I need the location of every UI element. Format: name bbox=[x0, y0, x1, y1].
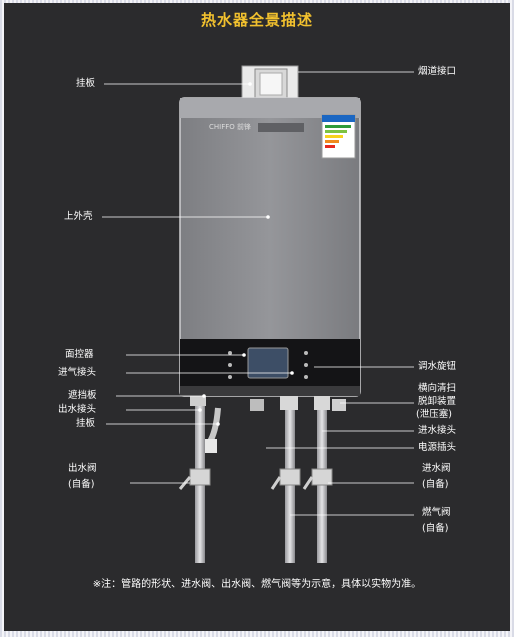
label-inlet-valve-note: (自备) bbox=[422, 479, 449, 490]
label-inlet-valve: 进水阀 bbox=[422, 463, 451, 474]
leader-lines bbox=[102, 71, 414, 516]
label-flue-interface: 烟道接口 bbox=[418, 66, 457, 77]
bottom-fittings bbox=[190, 396, 346, 411]
label-cleaning-device-3: (泄压塞) bbox=[416, 409, 452, 420]
label-power-plug: 电源插头 bbox=[418, 442, 457, 453]
label-gas-valve: 燃气阀 bbox=[422, 507, 451, 518]
label-hanger-bottom: 挂板 bbox=[76, 418, 96, 429]
label-water-inlet: 进水接头 bbox=[418, 425, 457, 436]
label-control-panel: 面控器 bbox=[65, 349, 94, 360]
label-cleaning-device-1: 横向清扫 bbox=[418, 383, 457, 394]
label-shield-plate: 遮挡板 bbox=[68, 390, 97, 401]
label-gas-inlet: 进气接头 bbox=[58, 367, 97, 378]
heater-body bbox=[179, 97, 361, 397]
diagram-title: 热水器全景描述 bbox=[200, 11, 313, 29]
label-outlet-valve-note: (自备) bbox=[68, 479, 95, 490]
leader-dots bbox=[198, 82, 294, 426]
valves bbox=[178, 468, 333, 490]
label-outer-shell: 上外壳 bbox=[64, 211, 93, 222]
label-outlet-valve: 出水阀 bbox=[68, 463, 97, 474]
heater-illustration bbox=[102, 65, 414, 563]
energy-label bbox=[321, 114, 356, 159]
label-water-outlet: 出水接头 bbox=[58, 404, 97, 415]
brand-text: CHIFFO 前锋 bbox=[209, 123, 252, 131]
label-gas-valve-note: (自备) bbox=[422, 523, 449, 534]
label-water-knob: 调水旋钮 bbox=[418, 361, 457, 372]
footnote: ※注：管路的形状、进水阀、出水阀、燃气阀等为示意，具体以实物为准。 bbox=[92, 579, 422, 590]
label-cleaning-device-2: 脱卸装置 bbox=[418, 396, 457, 407]
control-display bbox=[228, 347, 308, 379]
brand-plate bbox=[258, 123, 304, 132]
diagram-panel: 热水器全景描述 bbox=[4, 3, 510, 631]
label-hanger-top: 挂板 bbox=[76, 78, 96, 89]
